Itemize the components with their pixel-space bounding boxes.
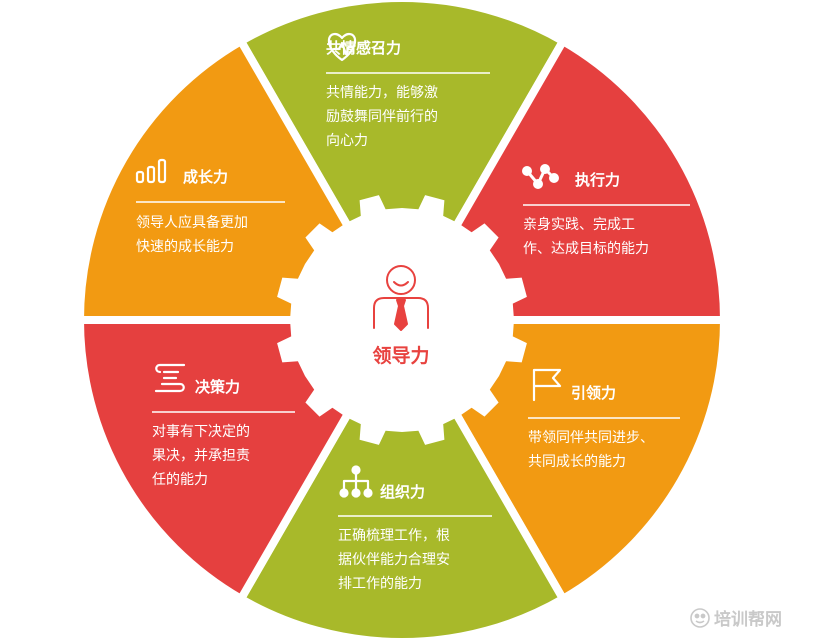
segment-desc-line: 带领同伴共同进步、: [528, 430, 654, 446]
segment-desc-line: 领导人应具备更加: [136, 214, 248, 231]
flag-icon: [532, 368, 562, 402]
segment-title-guidance: 引领力: [571, 384, 616, 402]
growth-bars-icon: [135, 158, 167, 184]
segment-title-organization: 组织力: [380, 483, 425, 501]
segment-desc-line: 快速的成长能力: [136, 239, 234, 255]
segment-desc-line: 亲身实践、完成工: [523, 217, 635, 233]
segment-desc-line: 共情能力，能够激: [326, 84, 438, 101]
segment-empathy: [235, 0, 569, 329]
segment-organization: [235, 312, 569, 639]
segment-title-growth: 成长力: [183, 168, 228, 186]
center-title: 领导力: [372, 344, 429, 367]
segment-title-empathy: 共情感召力: [326, 39, 401, 57]
node-path-icon: [522, 164, 559, 189]
segment-desc-line: 共同成长的能力: [528, 454, 626, 470]
watermark-text: 培训帮网: [714, 609, 782, 630]
org-chart-icon: [339, 465, 373, 498]
heart-icon: [327, 32, 357, 62]
segment-title-decision: 决策力: [195, 378, 240, 396]
segment-title-execution: 执行力: [575, 171, 620, 189]
leader-person-icon: [373, 265, 429, 331]
scroll-icon: [154, 363, 186, 393]
watermark: 培训帮网: [690, 608, 782, 630]
segment-desc-line: 向心力: [326, 133, 368, 149]
watermark-logo-icon: [690, 608, 710, 628]
segment-desc-line: 据伙伴能力合理安: [338, 552, 450, 568]
segment-desc-line: 对事有下决定的: [152, 424, 250, 440]
segment-desc-line: 正确梳理工作，根: [338, 528, 450, 544]
segment-desc-line: 励鼓舞同伴前行的: [326, 108, 438, 125]
segment-desc-line: 任的能力: [152, 472, 208, 488]
segment-desc-line: 作、达成目标的能力: [523, 241, 649, 257]
segment-desc-line: 果决，并承担责: [152, 448, 250, 464]
segment-desc-line: 排工作的能力: [338, 576, 422, 592]
